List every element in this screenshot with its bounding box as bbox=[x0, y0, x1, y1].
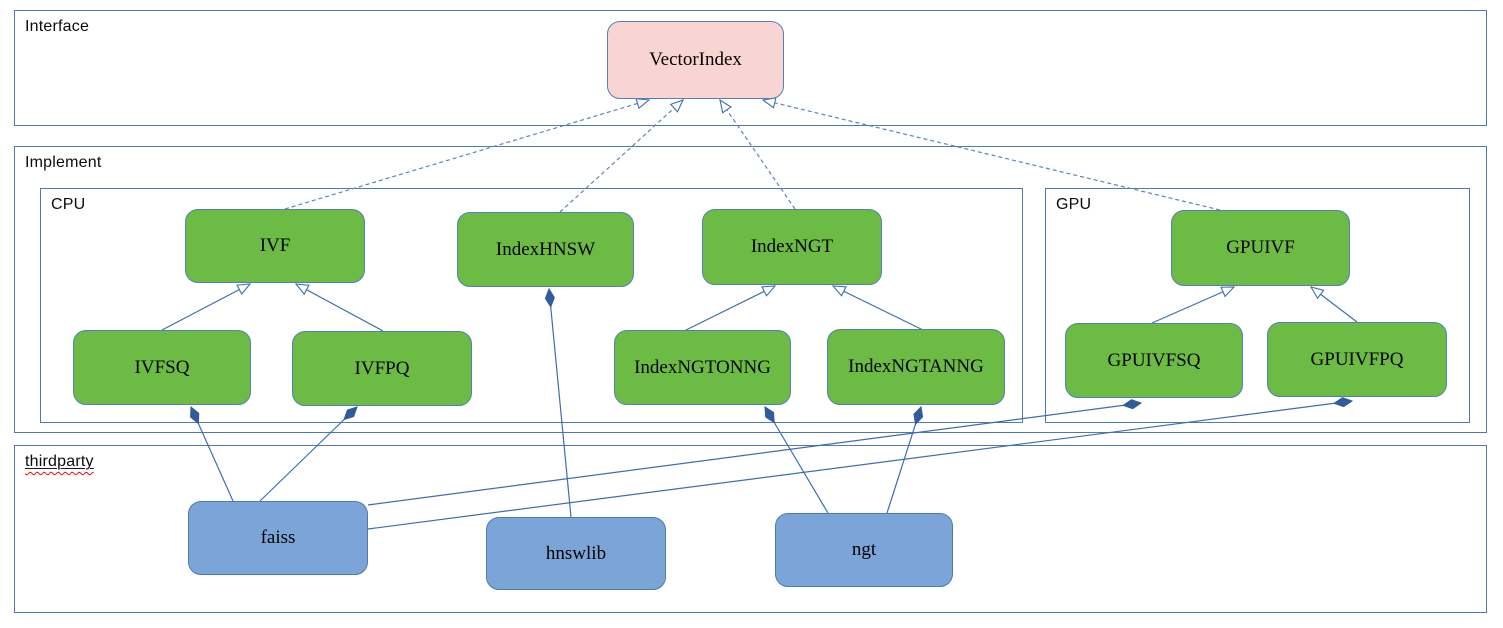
node-gpuivf: GPUIVF bbox=[1171, 210, 1350, 286]
section-gpu: GPU bbox=[1045, 188, 1470, 423]
edge-ivf-vectorindex bbox=[284, 98, 651, 210]
node-gpuivfsq: GPUIVFSQ bbox=[1065, 323, 1243, 398]
section-cpu: CPU bbox=[40, 188, 1023, 423]
node-ivf: IVF bbox=[185, 209, 365, 283]
node-ivfsq: IVFSQ bbox=[73, 330, 251, 405]
edge-gpuivfpq-gpuivf bbox=[1309, 286, 1358, 323]
node-gpuivfpq: GPUIVFPQ bbox=[1267, 322, 1447, 397]
edge-ivfsq-ivf bbox=[161, 283, 252, 331]
node-indexhnsw: IndexHNSW bbox=[457, 212, 634, 287]
edge-ngt-indexngtonng bbox=[765, 407, 829, 514]
section-thirdparty: thirdparty bbox=[14, 445, 1487, 613]
edge-hnswlib-indexhnsw bbox=[549, 289, 572, 518]
edge-indexngtanng-indexngt bbox=[831, 285, 924, 331]
node-indexngtonng: IndexNGTONNG bbox=[614, 330, 791, 405]
edge-faiss-gpuivfsq bbox=[367, 403, 1141, 506]
edge-indexhnsw-vectorindex bbox=[559, 99, 685, 213]
edge-faiss-gpuivfpq bbox=[367, 401, 1352, 530]
edge-ivfpq-ivf bbox=[294, 283, 384, 332]
section-implement: Implement bbox=[14, 146, 1487, 433]
section-interface: Interface bbox=[14, 10, 1487, 126]
node-indexngtanng: IndexNGTANNG bbox=[827, 329, 1005, 405]
node-ngt: ngt bbox=[775, 513, 953, 587]
edge-faiss-ivfsq bbox=[191, 407, 234, 502]
section-gpu-label: GPU bbox=[1056, 196, 1092, 213]
edge-ngt-indexngtanng bbox=[886, 407, 921, 514]
edge-gpuivf-vectorindex bbox=[761, 97, 1221, 211]
edge-indexngt-vectorindex bbox=[719, 98, 796, 210]
section-thirdparty-label: thirdparty bbox=[25, 453, 94, 470]
node-indexngt: IndexNGT bbox=[702, 209, 882, 285]
section-cpu-label: CPU bbox=[51, 196, 86, 213]
node-hnswlib: hnswlib bbox=[486, 517, 666, 590]
node-faiss: faiss bbox=[188, 501, 368, 575]
node-vectorindex: VectorIndex bbox=[607, 21, 784, 99]
edge-gpuivfsq-gpuivf bbox=[1151, 286, 1236, 324]
edge-indexngtonng-indexngt bbox=[681, 285, 777, 333]
section-interface-label: Interface bbox=[25, 18, 90, 35]
section-implement-label: Implement bbox=[25, 154, 102, 171]
edge-faiss-ivfpq bbox=[259, 407, 357, 502]
node-ivfpq: IVFPQ bbox=[292, 331, 472, 406]
